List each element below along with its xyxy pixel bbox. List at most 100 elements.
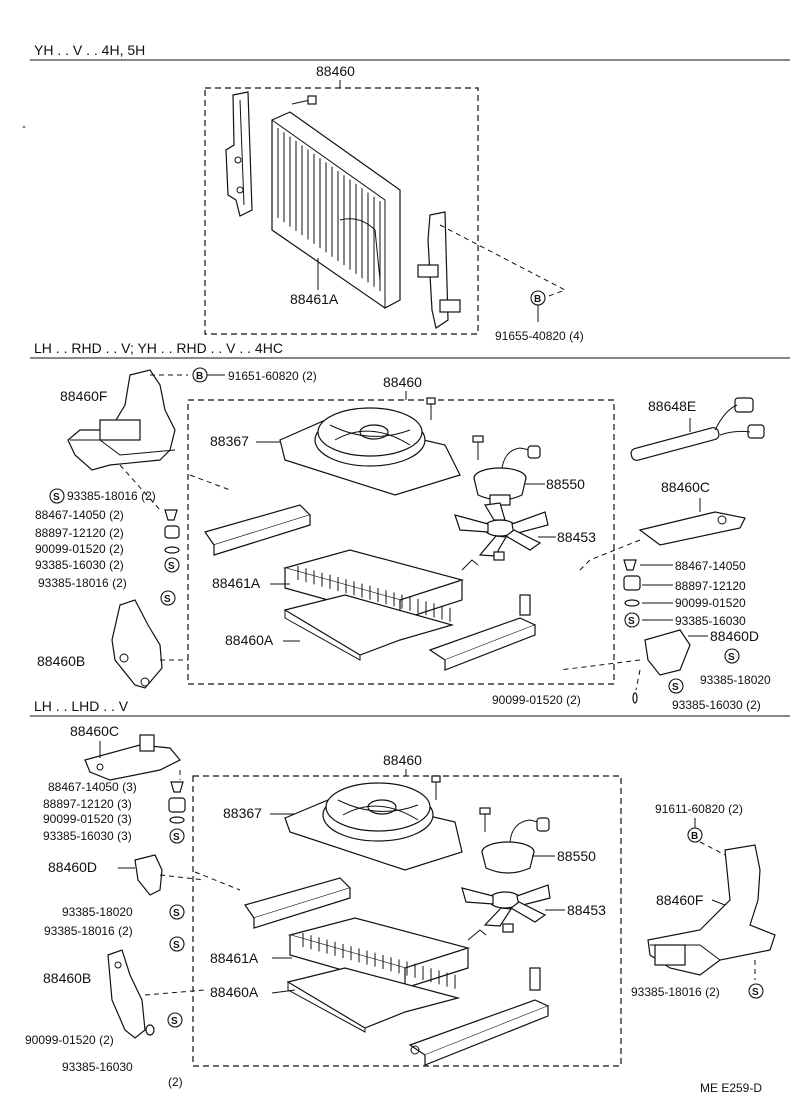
section-header-1: YH . . V . . 4H, 5H: [34, 42, 145, 58]
s3-screw-icon: [479, 807, 491, 832]
s2-right-part-2: 90099-01520: [675, 596, 746, 610]
svg-text:-: -: [22, 119, 26, 133]
s2-bracket-a: [283, 594, 455, 661]
s3-bracket-a: [286, 967, 461, 1033]
s3-bracket-d-label: 88460D: [48, 859, 97, 875]
s2-bracket-f-label: 88460F: [60, 388, 107, 404]
svg-text:S: S: [173, 940, 180, 951]
s3-motor-label: 88550: [557, 848, 596, 864]
svg-text:S: S: [173, 832, 180, 843]
s2-upper-bar-bracket: [204, 504, 312, 556]
s2-left-part-0: 93385-18016 (2): [67, 489, 156, 503]
s3-bracket-f-label: 88460F: [656, 892, 703, 908]
s1-bolt-label: 91655-40820 (4): [495, 329, 584, 343]
s2-assy-label: 88460: [383, 374, 422, 390]
s3-bracket-b-label: 88460B: [43, 970, 91, 986]
s2-assembly-box: [187, 399, 615, 685]
svg-text:S: S: [168, 561, 175, 572]
s2-sensor: [630, 397, 765, 461]
s3-fan-motor: [481, 817, 550, 874]
s3-left-part-0: 88467-14050 (3): [48, 780, 137, 794]
s2-condenser-label: 88461A: [212, 575, 261, 591]
s3-bracket-c: [84, 734, 181, 781]
s2-lower-bar-bracket: [428, 594, 537, 671]
s3-shroud-label: 88367: [223, 805, 262, 821]
s2-left-part-1: 88467-14050 (2): [35, 508, 124, 522]
s2-screw-icon: [472, 435, 484, 460]
s2-left-part-3: 90099-01520 (2): [35, 542, 124, 556]
s3-upper-bar-bracket: [244, 877, 352, 929]
s2-washer-bottom-label: 90099-01520 (2): [492, 693, 581, 707]
svg-text:S: S: [628, 616, 635, 627]
svg-text:S: S: [53, 492, 60, 503]
s2-fan-blade: [454, 502, 549, 561]
svg-text:S: S: [171, 1016, 178, 1027]
s3-assembly-box: [192, 775, 622, 1067]
s2-left-parts-list: S 93385-18016 (2) 88467-14050 (2) 88897-…: [35, 488, 180, 606]
section-header-2: LH . . RHD . . V; YH . . RHD . . V . . 4…: [34, 340, 283, 356]
svg-text:S: S: [752, 987, 759, 998]
svg-text:S: S: [672, 682, 679, 693]
s3-bracket-a-label: 88460A: [210, 984, 259, 1000]
s3-bolt-icon: [431, 775, 441, 800]
s2-right-part-4: 93385-18020: [700, 673, 771, 687]
s2-bracket-a-label: 88460A: [225, 632, 274, 648]
s3-washer-b-label: 90099-01520 (2): [25, 1033, 114, 1047]
s3-fan-shroud: [284, 782, 463, 871]
s3-screw-b-bottom-label: 93385-16030: [62, 1060, 133, 1074]
s3-condenser-label: 88461A: [210, 950, 259, 966]
svg-text:S: S: [173, 908, 180, 919]
s1-left-bracket: [225, 91, 253, 217]
svg-text:S: S: [728, 652, 735, 663]
s2-left-part-4: 93385-16030 (2): [35, 558, 124, 572]
s2-bracket-b: [111, 599, 163, 689]
s3-lower-bar-bracket: [408, 967, 550, 1066]
s2-bracket-f: [67, 369, 176, 471]
s3-bolt-mark-icon: [687, 827, 703, 843]
s3-fan-blade: [461, 884, 551, 933]
s3-left-parts-list: 88467-14050 (3) 88897-12120 (3) 90099-01…: [43, 780, 186, 844]
s3-screw-d-label: 93385-18020: [62, 905, 133, 919]
svg-text:B: B: [534, 294, 541, 305]
s2-motor-label: 88550: [546, 476, 585, 492]
s1-condenser-core: [271, 111, 401, 309]
s3-screw-b-top-label: 93385-18016 (2): [44, 924, 133, 938]
s3-left-part-3: 93385-16030 (3): [43, 829, 132, 843]
s2-fan-shroud: [279, 407, 461, 496]
footer-code: ME E259-D: [700, 1081, 762, 1095]
s3-bracket-b: [107, 949, 146, 1039]
s3-bracket-d: [134, 854, 163, 896]
s2-bolt-top-label: 91651-60820 (2): [228, 369, 317, 383]
s2-bracket-c-label: 88460C: [661, 479, 710, 495]
s2-sensor-label: 88648E: [648, 398, 696, 414]
s2-left-part-2: 88897-12120 (2): [35, 526, 124, 540]
svg-text:B: B: [196, 371, 203, 382]
s3-bracket-c-label: 88460C: [70, 723, 119, 739]
s1-bolt-icon: [291, 95, 317, 105]
s2-bracket-d-label: 88460D: [710, 628, 759, 644]
s3-bracket-f: [647, 844, 776, 976]
s3-screw-f-label: 93385-18016 (2): [631, 985, 720, 999]
svg-text:S: S: [164, 594, 171, 605]
s1-assembly-box: [204, 87, 479, 335]
s2-fan-label: 88453: [557, 529, 596, 545]
s2-bracket-d: [644, 629, 691, 676]
s1-condenser-label: 88461A: [290, 291, 339, 307]
section-header-3: LH . . LHD . . V: [34, 698, 129, 714]
s2-right-part-1: 88897-12120: [675, 579, 746, 593]
s2-left-part-5: 93385-18016 (2): [38, 576, 127, 590]
s1-assy-label: 88460: [316, 63, 355, 79]
s1-right-bracket: [417, 211, 461, 329]
svg-text:B: B: [691, 831, 698, 842]
s3-fan-label: 88453: [567, 902, 606, 918]
s3-screw-b-bottom-qty: (2): [168, 1075, 183, 1089]
s3-left-part-2: 90099-01520 (3): [43, 812, 132, 826]
s2-fan-motor: [473, 445, 541, 506]
s2-right-part-3: 93385-16030: [675, 614, 746, 628]
s3-left-part-1: 88897-12120 (3): [43, 797, 132, 811]
s2-right-part-0: 88467-14050: [675, 559, 746, 573]
s2-right-part-5: 93385-16030 (2): [672, 698, 761, 712]
s3-bolt-right-label: 91611-60820 (2): [655, 802, 743, 816]
s2-bolt-icon: [426, 397, 436, 420]
